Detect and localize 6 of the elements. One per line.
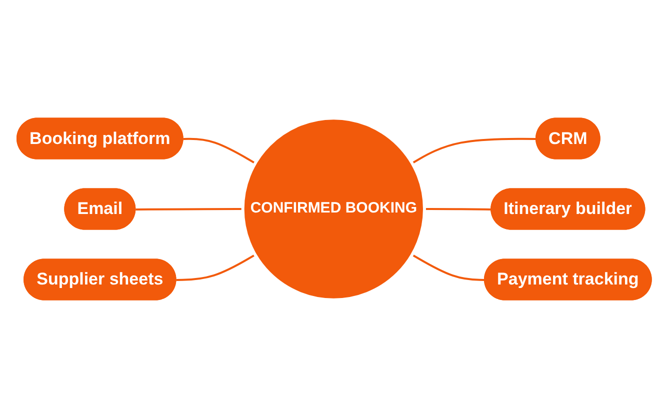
connector	[424, 208, 492, 210]
connector	[176, 253, 256, 280]
connector	[411, 137, 536, 164]
connector	[183, 137, 256, 164]
connector	[411, 253, 485, 280]
connector	[135, 208, 243, 210]
